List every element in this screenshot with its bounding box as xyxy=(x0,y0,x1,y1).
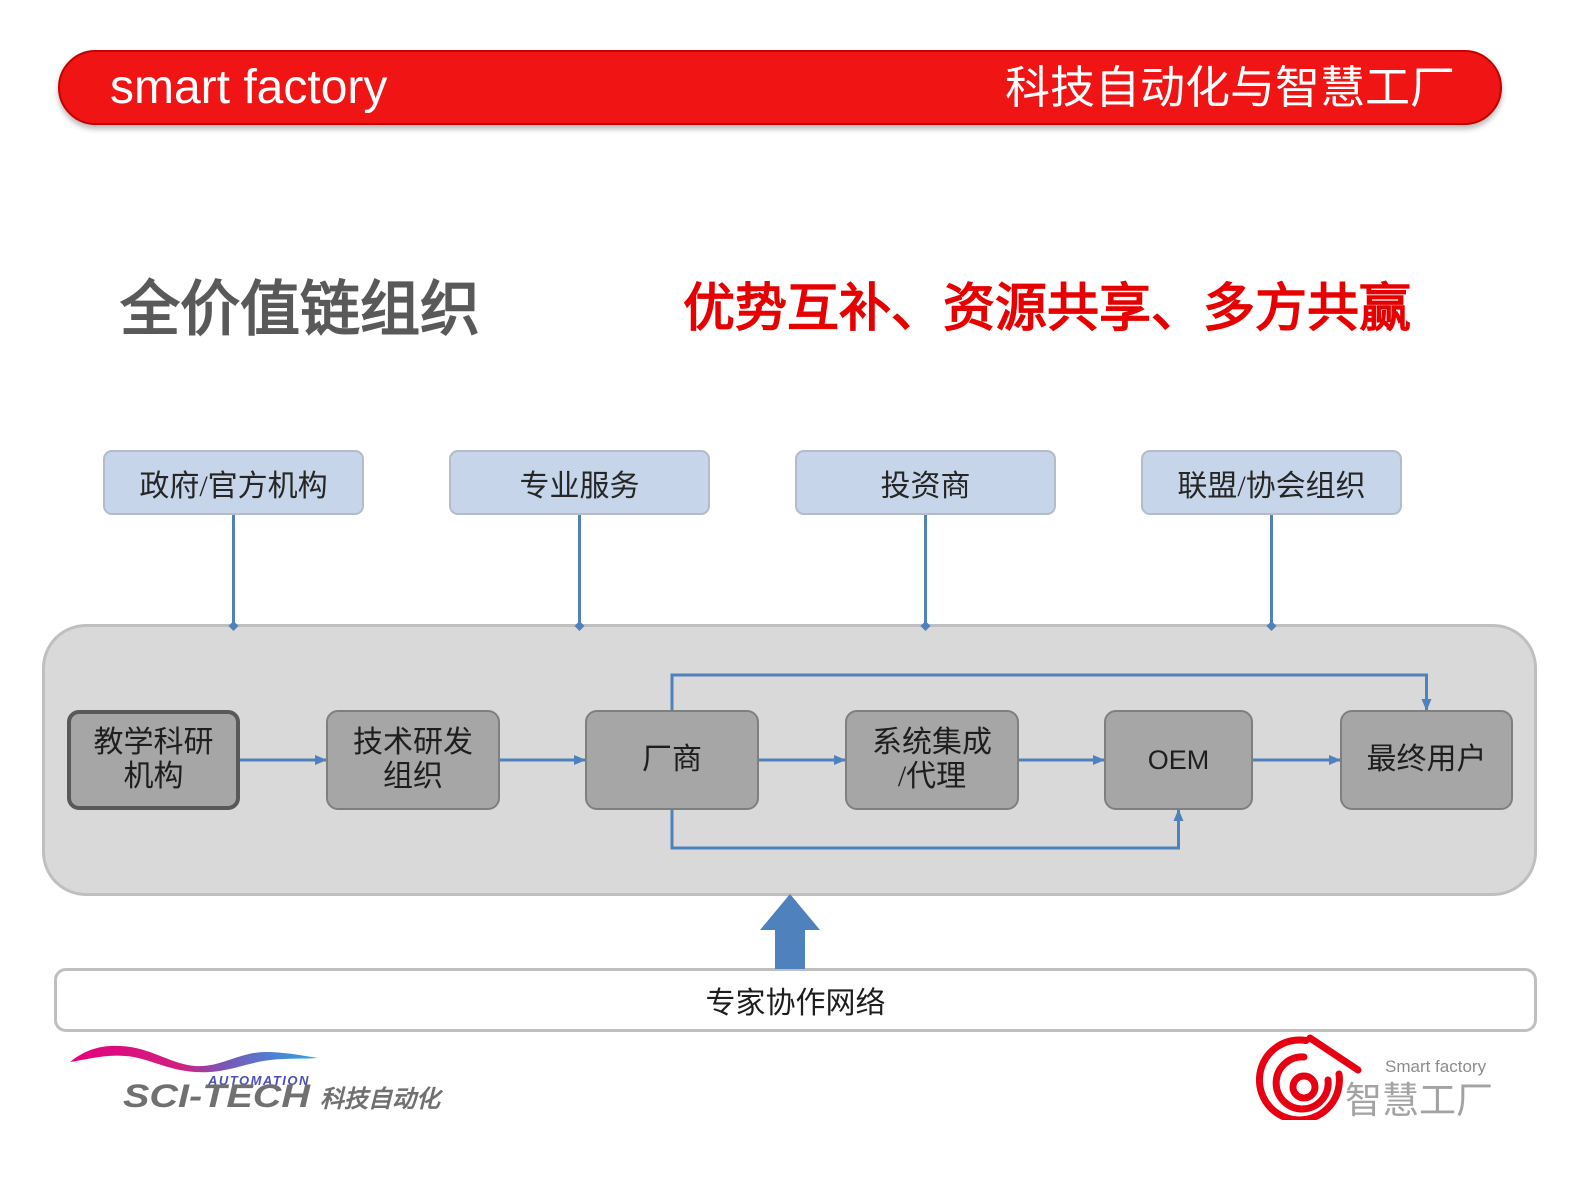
chain-node-rd-organizations: 技术研发 组织 xyxy=(326,710,500,810)
logo-name: SCI-TECH xyxy=(123,1078,311,1114)
chain-node-end-users: 最终用户 xyxy=(1340,710,1513,810)
sci-tech-logo: AUTOMATION SCI-TECH 科技自动化 xyxy=(70,1045,444,1114)
spiral-mark-icon xyxy=(1256,1034,1362,1120)
stakeholder-box-investors: 投资商 xyxy=(795,450,1056,515)
stakeholder-box-government: 政府/官方机构 xyxy=(103,450,364,515)
banner-company-text: 科技自动化与智慧工厂 xyxy=(1004,62,1455,113)
expert-network-bar: 专家协作网络 xyxy=(54,968,1537,1032)
expert-network-label: 专家协作网络 xyxy=(705,987,886,1020)
value-chain-panel xyxy=(42,624,1537,896)
smart-factory-logo: Smart factory 智慧工厂 xyxy=(1256,1034,1493,1120)
chain-node-research-institutes: 教学科研 机构 xyxy=(67,710,240,810)
slogan: 优势互补、资源共享、多方共赢 xyxy=(683,280,1412,338)
chain-node-system-integrators: 系统集成 /代理 xyxy=(845,710,1019,810)
chain-node-oem: OEM xyxy=(1104,710,1253,810)
chain-node-manufacturers: 厂商 xyxy=(585,710,759,810)
stakeholder-box-professional-services: 专业服务 xyxy=(449,450,710,515)
page-title: 全价值链组织 xyxy=(120,276,480,343)
logo-tagline: AUTOMATION xyxy=(207,1073,310,1088)
stakeholder-box-alliances: 联盟/协会组织 xyxy=(1141,450,1402,515)
logo-chinese-name: 智慧工厂 xyxy=(1345,1080,1493,1120)
expert-support-arrow xyxy=(760,894,820,969)
logo-english-name: Smart factory xyxy=(1385,1057,1487,1076)
banner-brand-text: smart factory xyxy=(110,61,388,114)
logo-name-cn: 科技自动化 xyxy=(320,1086,444,1113)
header-banner: smart factory 科技自动化与智慧工厂 xyxy=(58,50,1502,125)
wave-mark-icon xyxy=(70,1045,318,1073)
